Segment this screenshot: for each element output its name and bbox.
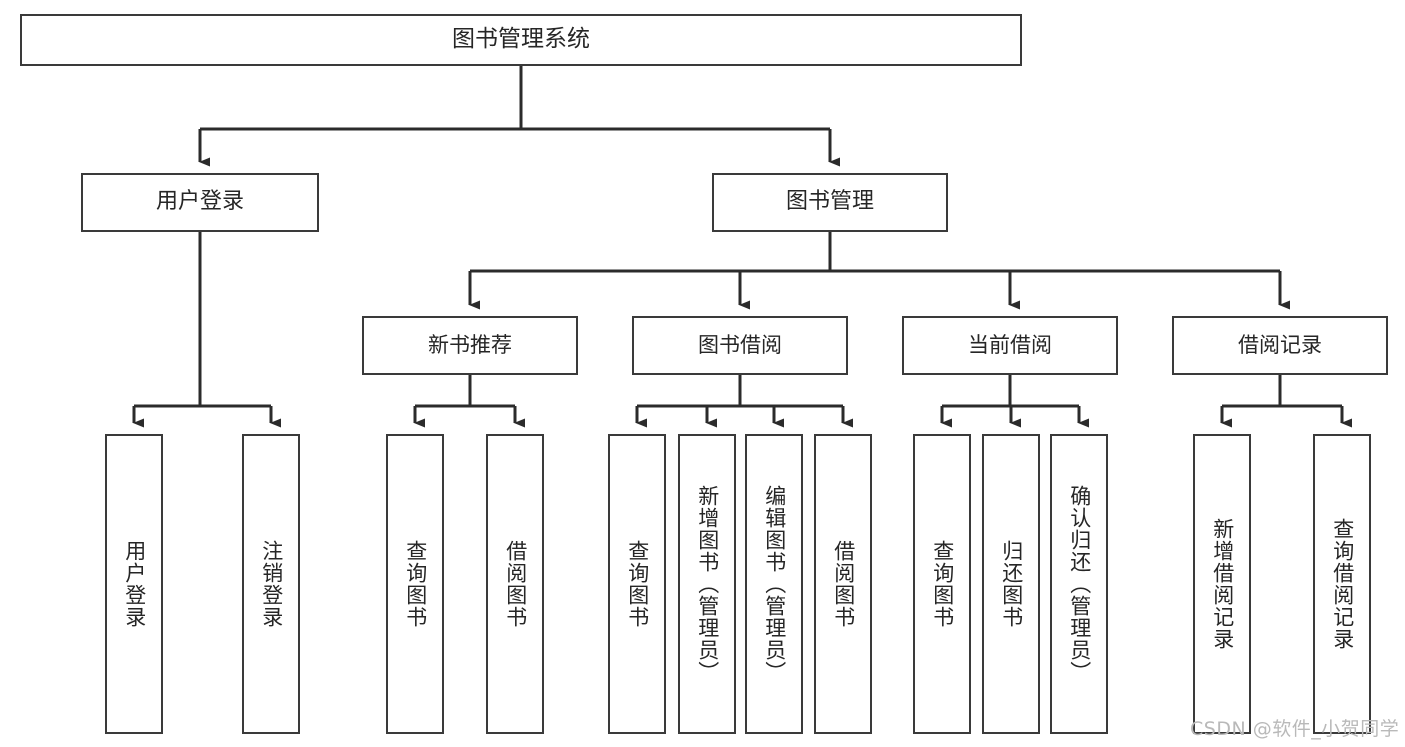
node-leaf-edit-book[interactable]: 编辑图书（管理员） — [745, 434, 803, 734]
node-book-borrow-label: 图书借阅 — [698, 332, 782, 357]
node-leaf-edit-book-label: 编辑图书（管理员） — [762, 485, 787, 683]
node-leaf-user-login-label: 用户登录 — [122, 540, 147, 628]
node-leaf-confirm-return-label: 确认归还（管理员） — [1067, 485, 1092, 683]
node-book-borrow[interactable]: 图书借阅 — [632, 316, 848, 375]
node-leaf-query-book-2-label: 查询图书 — [625, 540, 650, 628]
node-root-label: 图书管理系统 — [452, 26, 590, 53]
node-current-borrow[interactable]: 当前借阅 — [902, 316, 1118, 375]
node-user-login[interactable]: 用户登录 — [81, 173, 319, 232]
node-new-book-recommend-label: 新书推荐 — [428, 332, 512, 357]
node-leaf-query-book-3-label: 查询图书 — [930, 540, 955, 628]
node-leaf-query-book-2[interactable]: 查询图书 — [608, 434, 666, 734]
node-root[interactable]: 图书管理系统 — [20, 14, 1022, 66]
node-leaf-query-book-1-label: 查询图书 — [403, 540, 428, 628]
node-leaf-borrow-book-2[interactable]: 借阅图书 — [814, 434, 872, 734]
node-current-borrow-label: 当前借阅 — [968, 332, 1052, 357]
node-leaf-return-book[interactable]: 归还图书 — [982, 434, 1040, 734]
node-user-login-label: 用户登录 — [155, 189, 244, 215]
node-book-manage-label: 图书管理 — [785, 189, 874, 215]
node-leaf-user-login[interactable]: 用户登录 — [105, 434, 163, 734]
node-leaf-user-logout[interactable]: 注销登录 — [242, 434, 300, 734]
node-leaf-borrow-book-1-label: 借阅图书 — [503, 540, 528, 628]
node-leaf-query-record-label: 查询借阅记录 — [1330, 518, 1355, 650]
node-leaf-query-book-3[interactable]: 查询图书 — [913, 434, 971, 734]
node-leaf-add-record[interactable]: 新增借阅记录 — [1193, 434, 1251, 734]
node-leaf-query-record[interactable]: 查询借阅记录 — [1313, 434, 1371, 734]
node-leaf-add-book-label: 新增图书（管理员） — [695, 485, 720, 683]
node-leaf-borrow-book-1[interactable]: 借阅图书 — [486, 434, 544, 734]
node-leaf-borrow-book-2-label: 借阅图书 — [831, 540, 856, 628]
node-leaf-confirm-return[interactable]: 确认归还（管理员） — [1050, 434, 1108, 734]
node-borrow-record[interactable]: 借阅记录 — [1172, 316, 1388, 375]
node-new-book-recommend[interactable]: 新书推荐 — [362, 316, 578, 375]
node-leaf-add-record-label: 新增借阅记录 — [1210, 518, 1235, 650]
node-leaf-query-book-1[interactable]: 查询图书 — [386, 434, 444, 734]
node-leaf-return-book-label: 归还图书 — [999, 540, 1024, 628]
watermark: CSDN @软件_小贺同学 — [1190, 718, 1400, 740]
node-book-manage[interactable]: 图书管理 — [712, 173, 948, 232]
node-borrow-record-label: 借阅记录 — [1238, 332, 1322, 357]
node-leaf-add-book[interactable]: 新增图书（管理员） — [678, 434, 736, 734]
node-leaf-user-logout-label: 注销登录 — [259, 540, 284, 628]
